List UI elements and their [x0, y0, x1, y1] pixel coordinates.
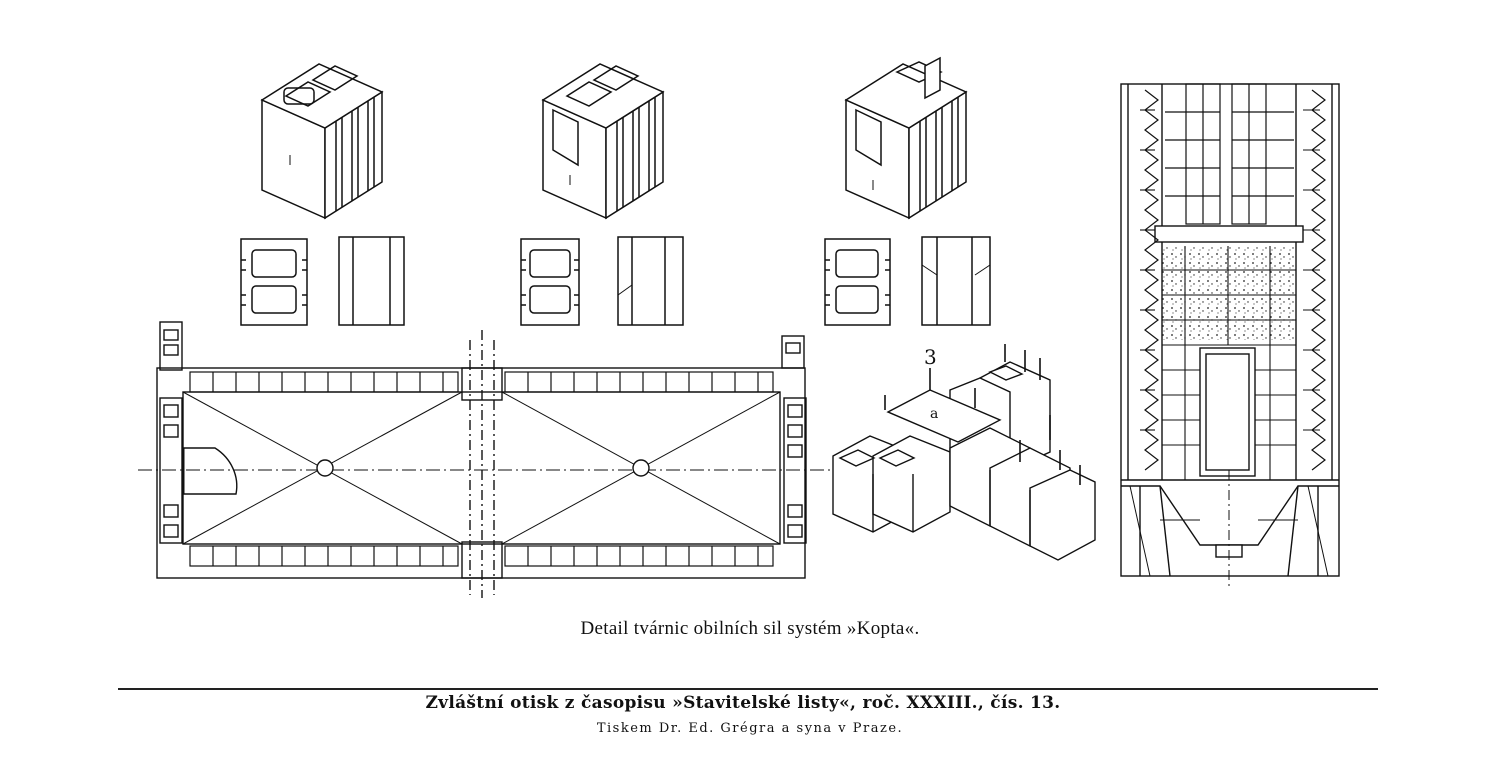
assembly-figure-number: 3: [924, 345, 937, 369]
block-2-isometric: [541, 63, 665, 220]
offprint-notice: Zvláštní otisk z časopisu »Stavitelské l…: [425, 693, 1061, 713]
block-1-plan: [240, 238, 308, 326]
figure-caption: Detail tvárnic obilních sil systém »Kopt…: [580, 618, 920, 639]
silo-vertical-section: [1120, 83, 1340, 590]
assembly-letter-a: a: [930, 406, 938, 422]
printer-imprint: Tiskem Dr. Ed. Grégra a syna v Praze.: [596, 721, 904, 736]
block-3-elevation: [921, 236, 991, 326]
block-1-isometric: [260, 63, 384, 220]
block-2-elevation: [617, 236, 684, 326]
block-3-plan: [824, 238, 891, 326]
block-1-elevation: [338, 236, 405, 326]
silo-floor-plan: [138, 321, 835, 598]
block-2-plan: [520, 238, 580, 326]
block-3-isometric: [844, 56, 968, 220]
footer-divider: [118, 688, 1378, 690]
block-assembly-figure: 3 a: [832, 344, 1096, 561]
